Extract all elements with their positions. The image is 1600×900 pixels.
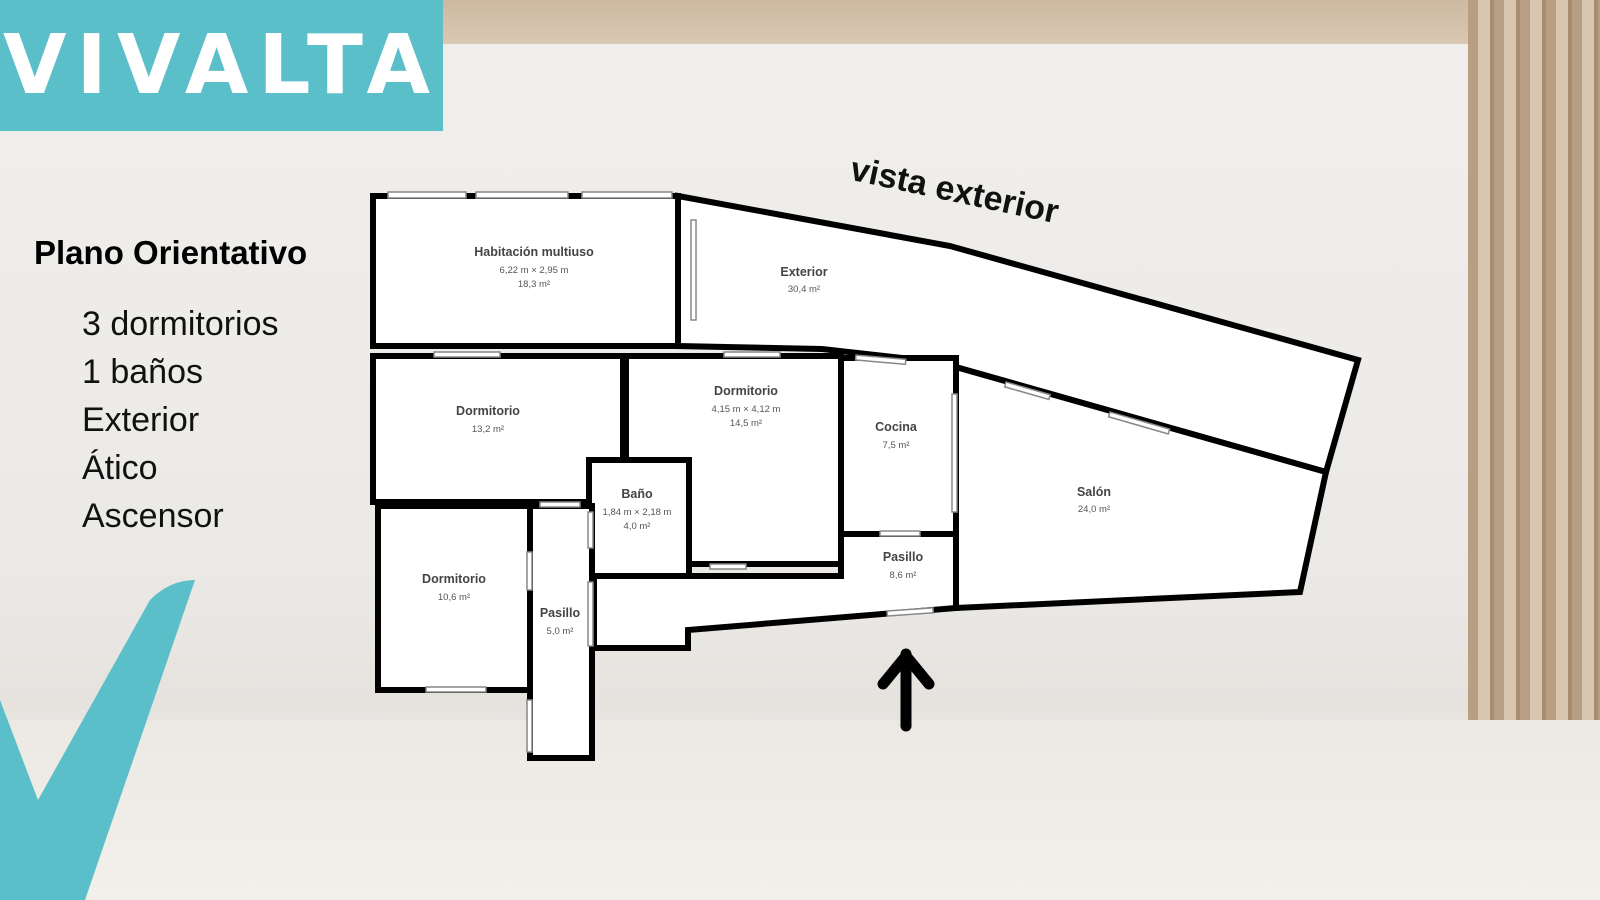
room-dormitorio-2	[370, 353, 626, 505]
feature-item: Ático	[82, 449, 158, 487]
room-dims: 6,22 m × 2,95 m	[500, 265, 569, 276]
room-label: Salón	[1077, 485, 1111, 499]
room-area: 14,5 m²	[730, 418, 762, 429]
room-dims: 4,15 m × 4,12 m	[712, 404, 781, 415]
feature-item: 1 baños	[82, 353, 203, 391]
room-area: 4,0 m²	[624, 521, 651, 532]
room-pasillo-main	[591, 531, 959, 651]
floor	[0, 720, 1600, 900]
room-label: Pasillo	[883, 550, 924, 564]
room-habitacion-multiuso	[370, 193, 681, 349]
room-area: 13,2 m²	[472, 424, 504, 435]
room-area: 24,0 m²	[1078, 504, 1110, 515]
room-area: 7,5 m²	[883, 440, 910, 451]
room-label: Dormitorio	[456, 404, 520, 418]
room-dims: 1,84 m × 2,18 m	[603, 507, 672, 518]
brand-logo-text: VIVALTA	[2, 18, 441, 113]
entrance-arrow-icon	[877, 648, 935, 732]
feature-item: Ascensor	[82, 497, 224, 535]
room-area: 8,6 m²	[890, 570, 917, 581]
wood-beam	[440, 0, 1480, 44]
room-label: Baño	[621, 487, 653, 501]
brand-check-icon	[0, 580, 195, 900]
room-label: Dormitorio	[422, 572, 486, 586]
plan-title: Plano Orientativo	[34, 234, 308, 271]
wood-slats	[1468, 0, 1600, 820]
room-area: 5,0 m²	[547, 626, 574, 637]
room-bano	[586, 457, 692, 579]
room-label: Cocina	[875, 420, 918, 434]
feature-item: 3 dormitorios	[82, 305, 279, 343]
room-label: Exterior	[780, 265, 827, 279]
room-label: Pasillo	[540, 606, 581, 620]
windows	[387, 191, 1171, 753]
feature-item: Exterior	[82, 401, 200, 439]
room-area: 18,3 m²	[518, 279, 550, 290]
room-area: 30,4 m²	[788, 284, 820, 295]
room-area: 10,6 m²	[438, 592, 470, 603]
brand-logo: VIVALTA	[0, 0, 443, 131]
room-label: Habitación multiuso	[474, 245, 594, 259]
room-label: Dormitorio	[714, 384, 778, 398]
feature-list: 3 dormitorios 1 baños Exterior Ático Asc…	[82, 300, 279, 540]
